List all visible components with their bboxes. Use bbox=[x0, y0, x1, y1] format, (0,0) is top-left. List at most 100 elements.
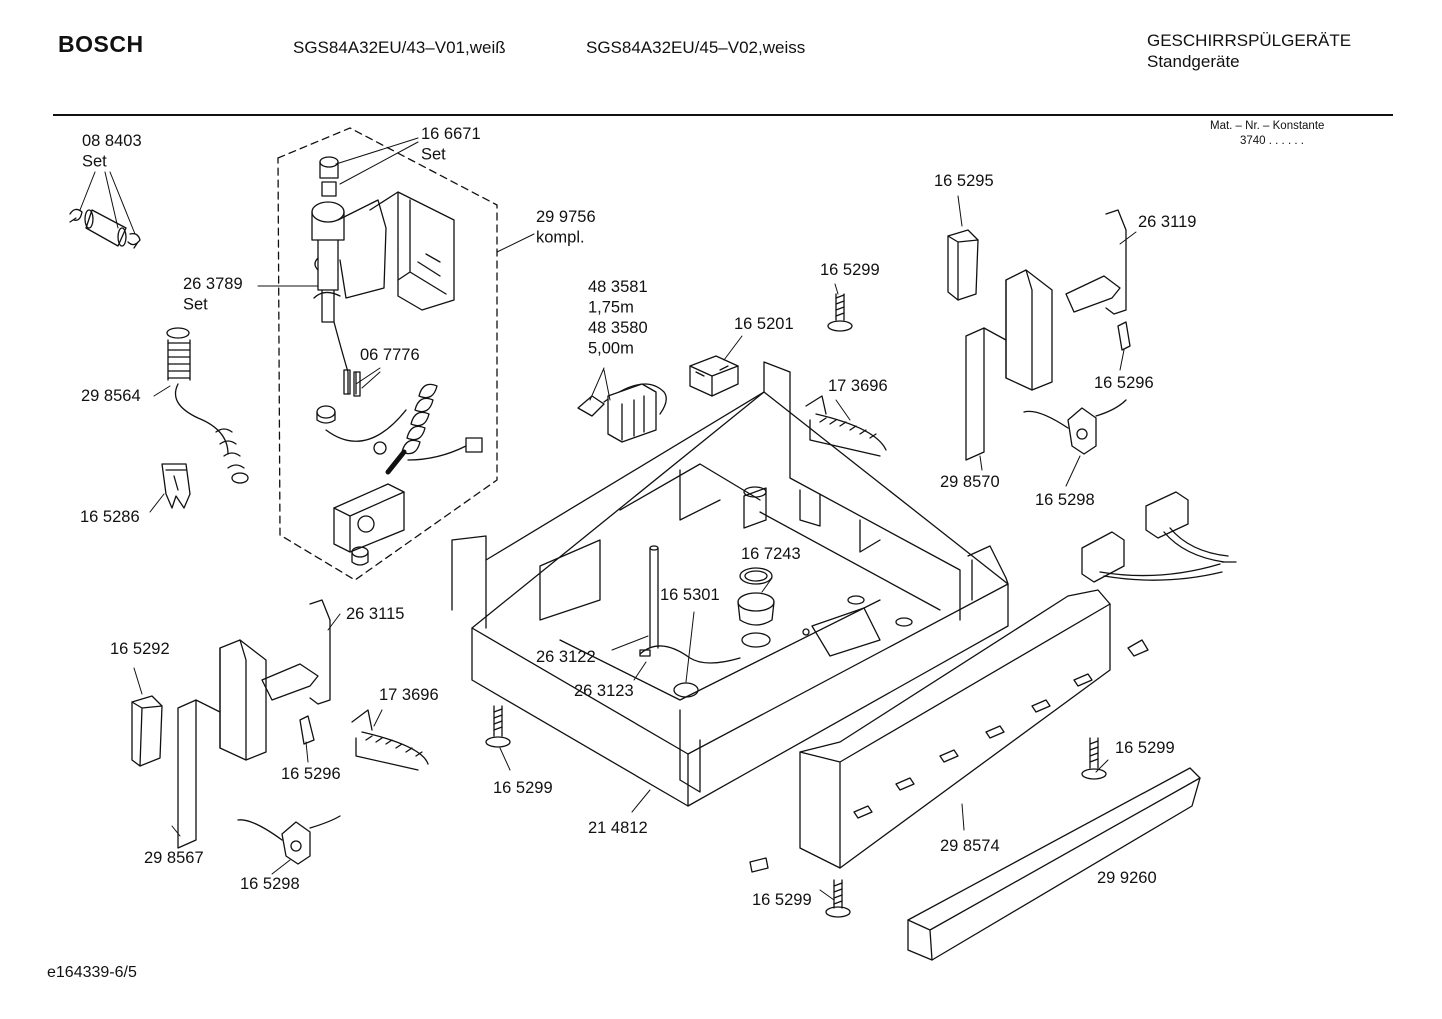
wire-harness-part bbox=[1081, 491, 1237, 583]
part-label-line: 16 7243 bbox=[741, 545, 801, 563]
part-label-l12: 16 5295 bbox=[934, 172, 994, 190]
part-label-line: 16 5298 bbox=[240, 875, 300, 893]
document-id: e164339-6/5 bbox=[47, 964, 137, 981]
part-label-l8: 48 3581 1,75m 48 3580 5,00m bbox=[588, 278, 648, 358]
pressure-switch-part bbox=[639, 645, 741, 698]
part-label-line: 48 3581 bbox=[588, 278, 648, 296]
part-label-l10: 16 5299 bbox=[820, 261, 880, 279]
part-label-l20: 26 3123 bbox=[574, 682, 634, 700]
appliance-category: GESCHIRRSPÜLGERÄTE Standgeräte bbox=[1147, 30, 1351, 72]
part-label-line: 29 8570 bbox=[940, 473, 1000, 491]
part-label-line: 16 5295 bbox=[934, 172, 994, 190]
part-label-line: 29 8564 bbox=[81, 387, 141, 405]
part-label-line: 16 5286 bbox=[80, 508, 140, 526]
mains-cable-part bbox=[577, 383, 667, 443]
left-side-bracket-part bbox=[177, 639, 267, 849]
mat-nr-value: 3740 . . . . . . bbox=[1240, 135, 1304, 147]
part-label-line: 29 9260 bbox=[1097, 869, 1157, 887]
part-label-l24: 16 5296 bbox=[281, 765, 341, 783]
coil-hose-part bbox=[373, 383, 483, 475]
part-label-l23: 17 3696 bbox=[379, 686, 439, 704]
part-label-line: 16 5292 bbox=[110, 640, 170, 658]
part-label-line: Set bbox=[421, 146, 446, 164]
screw-part-right bbox=[1081, 737, 1107, 780]
part-label-line: 16 6671 bbox=[421, 125, 481, 143]
part-label-l19: 26 3122 bbox=[536, 648, 596, 666]
right-clip-part bbox=[1117, 321, 1131, 351]
flow-sensor-part bbox=[333, 483, 405, 566]
hose-clip-part bbox=[161, 463, 191, 509]
part-label-line: kompl. bbox=[536, 229, 585, 247]
part-label-line: 17 3696 bbox=[828, 377, 888, 395]
screw-part-left bbox=[485, 705, 511, 748]
part-label-l21: 26 3115 bbox=[346, 605, 404, 623]
kickplate-panel-part bbox=[799, 589, 1111, 869]
part-label-line: 21 4812 bbox=[588, 819, 648, 837]
right-hinge-plate-part bbox=[1065, 209, 1127, 315]
part-label-line: 48 3580 bbox=[588, 319, 648, 337]
category-subtitle: Standgeräte bbox=[1147, 52, 1240, 71]
part-label-l14: 16 5296 bbox=[1094, 374, 1154, 392]
part-label-line: 26 3119 bbox=[1138, 213, 1196, 231]
part-label-line: 16 5296 bbox=[1094, 374, 1154, 392]
right-door-sensor-part bbox=[1023, 399, 1127, 455]
part-label-line: 08 8403 bbox=[82, 132, 142, 150]
part-label-line: 06 7776 bbox=[360, 346, 420, 364]
material-number-box: Mat. – Nr. – Konstante 3740 . . . . . . bbox=[1210, 119, 1324, 149]
part-label-line: 29 8567 bbox=[144, 849, 204, 867]
part-label-line: 29 8574 bbox=[940, 837, 1000, 855]
float-ring-part bbox=[737, 567, 913, 657]
part-label-l18: 16 5301 bbox=[660, 586, 720, 604]
part-label-l22: 16 5292 bbox=[110, 640, 170, 658]
part-label-l7: 16 5286 bbox=[80, 508, 140, 526]
spring-hose-part bbox=[166, 327, 249, 484]
part-label-line: 26 3789 bbox=[183, 275, 243, 293]
callout-leaders bbox=[79, 137, 1137, 901]
model-number-2: SGS84A32EU/45–V02,weiss bbox=[586, 38, 806, 57]
part-label-line: Set bbox=[183, 296, 208, 314]
part-label-line: 26 3123 bbox=[574, 682, 634, 700]
part-label-line: 16 5299 bbox=[820, 261, 880, 279]
part-label-line: 1,75m bbox=[588, 299, 634, 317]
part-label-line: 16 5301 bbox=[660, 586, 720, 604]
part-label-line: Set bbox=[82, 153, 107, 171]
part-label-l28: 21 4812 bbox=[588, 819, 648, 837]
part-label-l30: 29 8574 bbox=[940, 837, 1000, 855]
small-screw-part bbox=[749, 639, 1149, 873]
right-front-cap-part bbox=[947, 229, 979, 301]
left-front-cap-part bbox=[131, 695, 163, 767]
part-label-l6: 29 8564 bbox=[81, 387, 141, 405]
part-label-line: 16 5298 bbox=[1035, 491, 1095, 509]
part-label-l17: 16 7243 bbox=[741, 545, 801, 563]
part-label-l27: 16 5299 bbox=[493, 779, 553, 797]
right-side-bracket-part bbox=[965, 269, 1053, 461]
left-spring-part bbox=[351, 709, 429, 771]
part-label-l26: 16 5298 bbox=[240, 875, 300, 893]
part-label-line: 16 5296 bbox=[281, 765, 341, 783]
part-label-l13: 26 3119 bbox=[1138, 213, 1196, 231]
part-label-l32: 16 5299 bbox=[752, 891, 812, 909]
left-door-sensor-part bbox=[237, 815, 341, 865]
inlet-valve-part bbox=[311, 156, 387, 323]
connector-block-part bbox=[689, 355, 739, 397]
part-label-l31: 29 9260 bbox=[1097, 869, 1157, 887]
part-label-l15: 29 8570 bbox=[940, 473, 1000, 491]
part-label-l5: 06 7776 bbox=[360, 346, 420, 364]
part-label-line: 16 5201 bbox=[734, 315, 794, 333]
part-label-line: 26 3122 bbox=[536, 648, 596, 666]
screw-part-bottom bbox=[825, 879, 851, 918]
base-tray-part bbox=[451, 361, 1009, 807]
part-label-line: 5,00m bbox=[588, 340, 634, 358]
mat-nr-label: Mat. – Nr. – Konstante bbox=[1210, 120, 1325, 132]
front-trim-strip-part bbox=[907, 767, 1201, 961]
valve-cover-part bbox=[369, 191, 455, 311]
part-label-l11: 17 3696 bbox=[828, 377, 888, 395]
part-label-line: 26 3115 bbox=[346, 605, 404, 623]
part-label-line: 16 5299 bbox=[752, 891, 812, 909]
left-hinge-plate-part bbox=[261, 599, 331, 705]
